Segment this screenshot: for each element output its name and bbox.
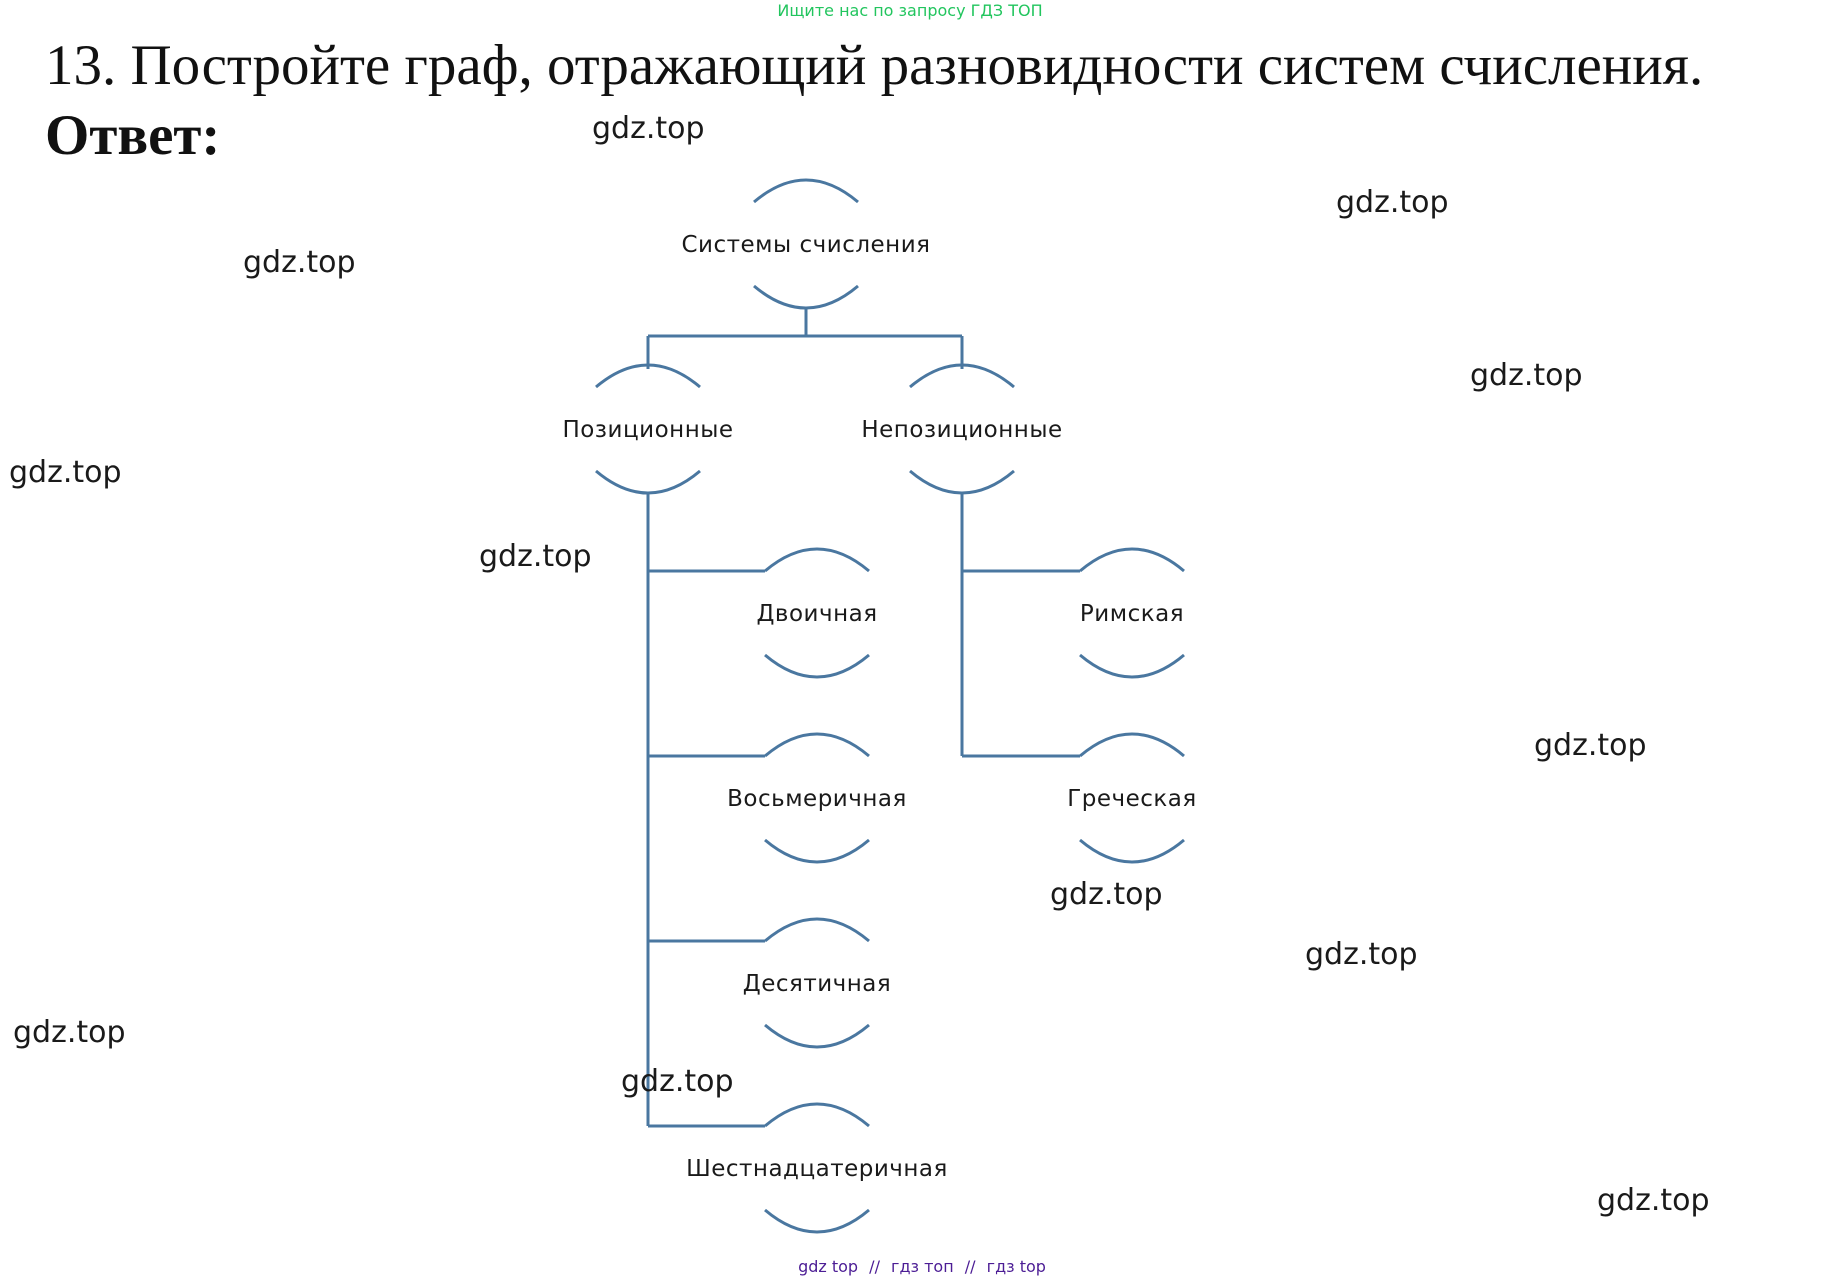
node-branch-2-child-2-bottom-arc: [1079, 838, 1185, 864]
task-title: 13. Постройте граф, отражающий разновидн…: [45, 34, 1704, 97]
node-branch-1-child-2-label: Восьмеричная: [727, 786, 907, 812]
watermark-3: gdz.top: [243, 245, 356, 280]
graph-edges: [646, 308, 1080, 1128]
answer-label: Ответ:: [45, 104, 221, 167]
node-branch-1-child-2-bottom-arc: [764, 838, 870, 864]
node-branch-1-child-1: Двоичная: [756, 547, 877, 679]
node-branch-1-child-1-bottom-arc: [764, 653, 870, 679]
node-branch-2-top-arc: [909, 363, 1015, 389]
node-root-label: Системы счисления: [681, 232, 930, 258]
watermark-2: gdz.top: [1336, 185, 1449, 220]
node-branch-1-child-3: Десятичная: [743, 917, 892, 1049]
node-root: Системы счисления: [681, 178, 930, 310]
node-branch-2-child-2: Греческая: [1067, 732, 1196, 864]
node-root-top-arc: [753, 178, 859, 204]
watermark-1: gdz.top: [592, 111, 705, 146]
node-root-bottom-arc: [753, 284, 859, 310]
node-branch-1-label: Позиционные: [562, 417, 733, 443]
node-branch-1-child-4-top-arc: [764, 1102, 870, 1128]
watermark-7: gdz.top: [1534, 728, 1647, 763]
node-branch-2: Непозиционные: [861, 363, 1062, 495]
node-branch-1-child-4-bottom-arc: [764, 1208, 870, 1234]
watermark-8: gdz.top: [1050, 877, 1163, 912]
watermark-6: gdz.top: [479, 539, 592, 574]
node-branch-1-bottom-arc: [595, 469, 701, 495]
node-branch-2-bottom-arc: [909, 469, 1015, 495]
node-branch-2-child-2-label: Греческая: [1067, 786, 1196, 812]
watermark-9: gdz.top: [1305, 937, 1418, 972]
footer-separator: //: [964, 1257, 976, 1276]
watermark-11: gdz.top: [621, 1064, 734, 1099]
footer-link-1[interactable]: gdz top: [798, 1257, 859, 1276]
top-banner: Ищите нас по запросу ГДЗ ТОП: [777, 1, 1043, 20]
watermark-10: gdz.top: [13, 1015, 126, 1050]
node-branch-2-child-1-top-arc: [1079, 547, 1185, 573]
node-branch-1-child-2-top-arc: [764, 732, 870, 758]
footer-link-3[interactable]: гдз top: [986, 1257, 1046, 1276]
node-branch-2-child-1: Римская: [1079, 547, 1185, 679]
node-branch-1-child-3-bottom-arc: [764, 1023, 870, 1049]
node-branch-1-child-1-top-arc: [764, 547, 870, 573]
node-branch-2-child-1-label: Римская: [1080, 601, 1184, 627]
footer-link-2[interactable]: гдз топ: [891, 1257, 954, 1276]
watermark-5: gdz.top: [9, 455, 122, 490]
node-branch-2-child-1-bottom-arc: [1079, 653, 1185, 679]
node-branch-1-child-3-top-arc: [764, 917, 870, 943]
node-branch-1-child-3-label: Десятичная: [743, 971, 892, 997]
watermark-4: gdz.top: [1470, 358, 1583, 393]
footer-separator: //: [869, 1257, 880, 1276]
node-branch-2-label: Непозиционные: [861, 417, 1062, 443]
node-branch-2-child-2-top-arc: [1079, 732, 1185, 758]
node-branch-1-child-1-label: Двоичная: [756, 601, 877, 627]
watermark-12: gdz.top: [1597, 1183, 1710, 1218]
graph-nodes: Системы счисленияПозиционныеДвоичнаяВось…: [562, 178, 1196, 1234]
node-branch-1-child-4: Шестнадцатеричная: [686, 1102, 948, 1234]
node-branch-1-child-4-label: Шестнадцатеричная: [686, 1156, 948, 1182]
node-branch-1-top-arc: [595, 363, 701, 389]
footer-links: gdz top // гдз топ // гдз top: [10, 1257, 1824, 1276]
node-branch-1-child-2: Восьмеричная: [727, 732, 907, 864]
node-branch-1: Позиционные: [562, 363, 733, 495]
